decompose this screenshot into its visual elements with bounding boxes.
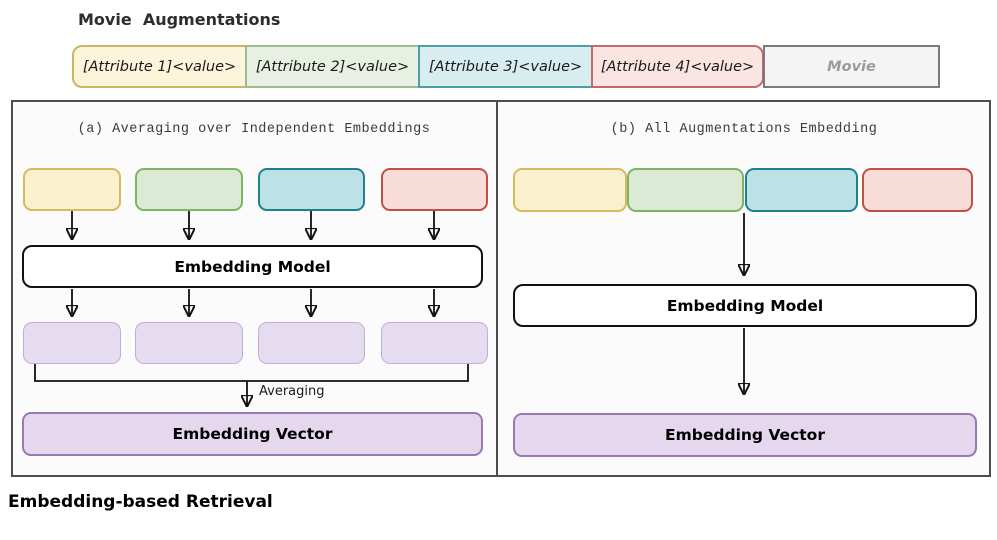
panel-b-embedding-vector-box: Embedding Vector [513,413,977,457]
panel-divider [496,100,498,477]
panel-a-embedding-2-box [135,322,243,364]
attribute-2-label: [Attribute 2]<value> [255,58,410,75]
panel-b-attribute-1-box [513,168,627,212]
panel-a-embedding-vector-label: Embedding Vector [172,425,333,443]
panel-b-attribute-2-box [627,168,744,212]
panel-a-embedding-model-label: Embedding Model [174,257,331,276]
panel-a-embedding-vector-box: Embedding Vector [22,412,483,456]
movie-label: Movie [827,58,876,75]
attribute-3-label: [Attribute 3]<value> [428,58,583,75]
panel-b-attribute-4-box [862,168,973,212]
panel-a-title: (a) Averaging over Independent Embedding… [77,122,431,137]
attribute-4-label: [Attribute 4]<value> [600,58,755,75]
panel-b-embedding-vector-label: Embedding Vector [665,426,825,444]
attribute-2-box: [Attribute 2]<value> [245,45,420,88]
panel-a-embedding-1-box [23,322,121,364]
panel-a-embedding-3-box [258,322,365,364]
averaging-label: Averaging [259,384,325,399]
movie-box: Movie [763,45,940,88]
panel-a-embedding-model-box: Embedding Model [22,245,483,288]
panel-a-attribute-1-box [23,168,121,211]
attribute-1-label: [Attribute 1]<value> [82,58,237,75]
panel-a-attribute-4-box [381,168,488,211]
panel-b-embedding-model-label: Embedding Model [666,296,824,315]
attribute-1-box: [Attribute 1]<value> [72,45,247,88]
panel-b-attribute-3-box [745,168,858,212]
panel-a-attribute-3-box [258,168,365,211]
panel-a-embedding-4-box [381,322,488,364]
panel-a-attribute-2-box [135,168,243,211]
attribute-4-box: [Attribute 4]<value> [591,45,764,88]
panel-b-title: (b) All Augmentations Embedding [610,122,878,137]
panel-b-embedding-model-box: Embedding Model [513,284,977,327]
figure-title: Movie Augmentations [78,10,281,29]
attribute-3-box: [Attribute 3]<value> [418,45,593,88]
embedding-based-retrieval-label: Embedding-based Retrieval [8,492,273,512]
